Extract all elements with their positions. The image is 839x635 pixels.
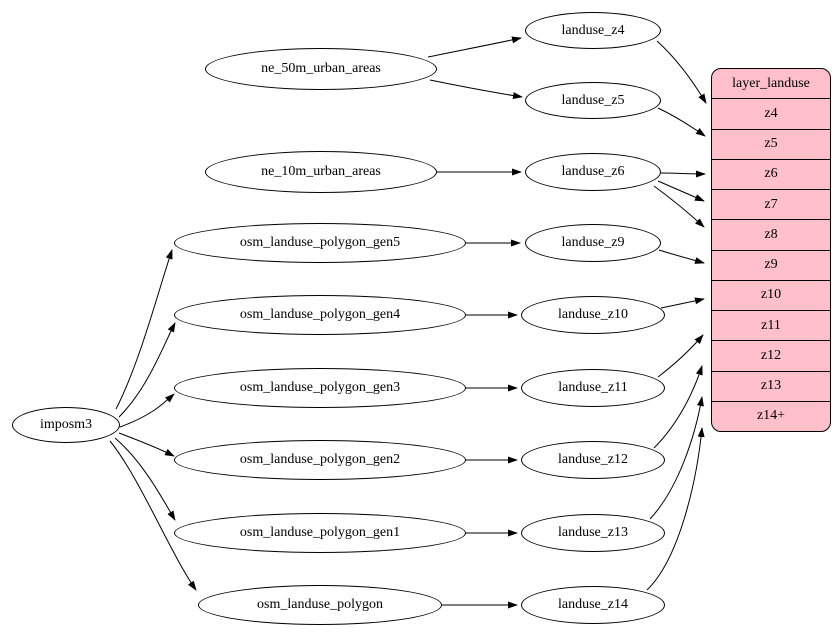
node-osm-landuse-polygon-gen4: osm_landuse_polygon_gen4 [174,295,466,335]
edge-landuse-z12-row-z12 [653,365,703,449]
node-osm-landuse-polygon-gen5: osm_landuse_polygon_gen5 [174,223,466,263]
node-osm-landuse-polygon-gen2: osm_landuse_polygon_gen2 [174,440,466,480]
node-landuse-z11: landuse_z11 [521,369,665,407]
edge-imposm3-gen1 [114,437,176,521]
edge-imposm3-gen3 [119,393,175,428]
node-landuse-z5: landuse_z5 [525,82,661,119]
edge-landuse-z13-row-z13 [649,396,704,520]
node-imposm3: imposm3 [12,407,120,443]
edge-landuse-z5-row-z5 [657,107,706,137]
edge-imposm3-gen2 [118,432,175,457]
node-landuse-z4: landuse_z4 [525,12,661,49]
layer-landuse-row-z8: z8 [712,219,830,249]
node-landuse-z9: landuse_z9 [525,224,661,262]
edge-landuse-z6-row-z6 [660,170,706,178]
layer-landuse-row-z9: z9 [712,249,830,280]
layer-landuse-row-z14plus: z14+ [712,400,830,431]
edge-landuse-z6-row-z8 [653,185,705,228]
layer-landuse-row-z5: z5 [712,128,830,159]
edge-imposm3-polygon [109,440,197,591]
node-ne-10m-urban-areas: ne_10m_urban_areas [205,151,437,193]
layer-landuse-row-z10: z10 [712,279,830,310]
layer-landuse-row-z4: z4 [712,98,830,128]
layer-landuse-table: layer_landuse z4 z5 z6 z7 z8 z9 z10 z11 … [711,68,831,432]
edge-landuse-z11-row-z11 [657,334,704,378]
node-osm-landuse-polygon-gen1: osm_landuse_polygon_gen1 [174,513,466,553]
edge-imposm3-gen4 [118,322,176,418]
layer-landuse-header: layer_landuse [732,75,810,91]
layer-landuse-row-z11: z11 [712,310,830,340]
node-landuse-z10: landuse_z10 [521,296,665,334]
layer-landuse-row-z6: z6 [712,158,830,189]
node-osm-landuse-polygon: osm_landuse_polygon [198,585,442,625]
layer-landuse-row-z12: z12 [712,340,830,370]
edge-landuse-z10-row-z10 [660,297,705,309]
edge-landuse-z14-row-z14plus [646,427,705,591]
edge-ne50m-landuse-z4 [427,36,522,58]
node-ne-50m-urban-areas: ne_50m_urban_areas [205,48,437,90]
edge-landuse-z4-row-z4 [656,40,707,104]
layer-landuse-row-z7: z7 [712,189,830,219]
node-landuse-z14: landuse_z14 [521,586,665,624]
node-landuse-z12: landuse_z12 [521,441,665,479]
edge-imposm3-gen5 [115,249,173,410]
edge-landuse-z9-row-z9 [658,249,705,264]
node-landuse-z6: landuse_z6 [525,153,661,191]
edge-landuse-z6-row-z7 [657,180,705,202]
layer-landuse-row-z13: z13 [712,370,830,401]
node-landuse-z13: landuse_z13 [521,514,665,552]
edge-ne50m-landuse-z5 [429,79,523,100]
node-osm-landuse-polygon-gen3: osm_landuse_polygon_gen3 [174,368,466,408]
